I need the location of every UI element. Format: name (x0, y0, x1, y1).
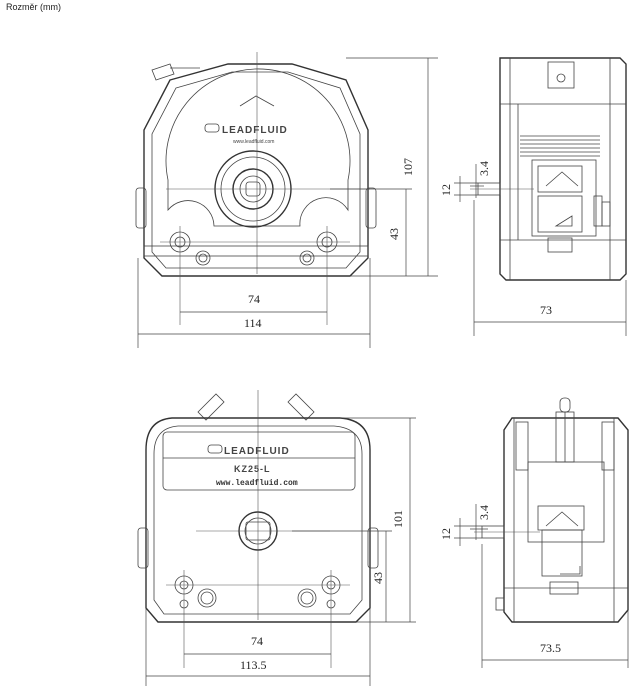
bottom-brand-logo: LEADFLUID (224, 446, 290, 457)
top-side-hatch (520, 135, 600, 157)
dim-top-front-height: 107 (401, 158, 415, 176)
bottom-url-text: www.leadfluid.com (216, 479, 298, 488)
dim-top-side-shaft-diameter: 12 (439, 184, 453, 196)
dim-bottom-front-width: 113.5 (240, 658, 267, 672)
top-brand-logo: LEADFLUID (222, 125, 288, 136)
dim-bottom-side-shaft-diameter: 12 (439, 528, 453, 540)
top-url-text: www.leadfluid.com (233, 139, 274, 145)
dim-top-front-mount-height: 43 (387, 228, 401, 240)
dim-bottom-front-hole-spacing: 74 (251, 634, 263, 648)
dim-top-side-shaft-flat: 3.4 (477, 161, 491, 176)
dim-top-side-depth: 73 (540, 303, 552, 317)
dim-bottom-side-depth: 73.5 (540, 641, 561, 655)
dim-bottom-front-height: 101 (391, 510, 405, 528)
caption: Rozměr (mm) (6, 2, 61, 12)
top-side-view: 12 3.4 73 (439, 57, 627, 336)
top-front-view: LEADFLUID www.leadfluid.com 107 43 (135, 52, 438, 348)
dim-bottom-side-shaft-flat: 3.4 (477, 505, 491, 520)
bottom-side-view: 12 3.4 73.5 (439, 397, 629, 668)
dim-top-front-width: 114 (244, 316, 262, 330)
dim-top-front-hole-spacing: 74 (248, 292, 260, 306)
bottom-front-view: LEADFLUID KZ25-L www.leadfluid.com 101 (137, 390, 416, 686)
bottom-model-label: KZ25-L (234, 464, 271, 474)
dim-bottom-front-mount-height: 43 (371, 572, 385, 584)
